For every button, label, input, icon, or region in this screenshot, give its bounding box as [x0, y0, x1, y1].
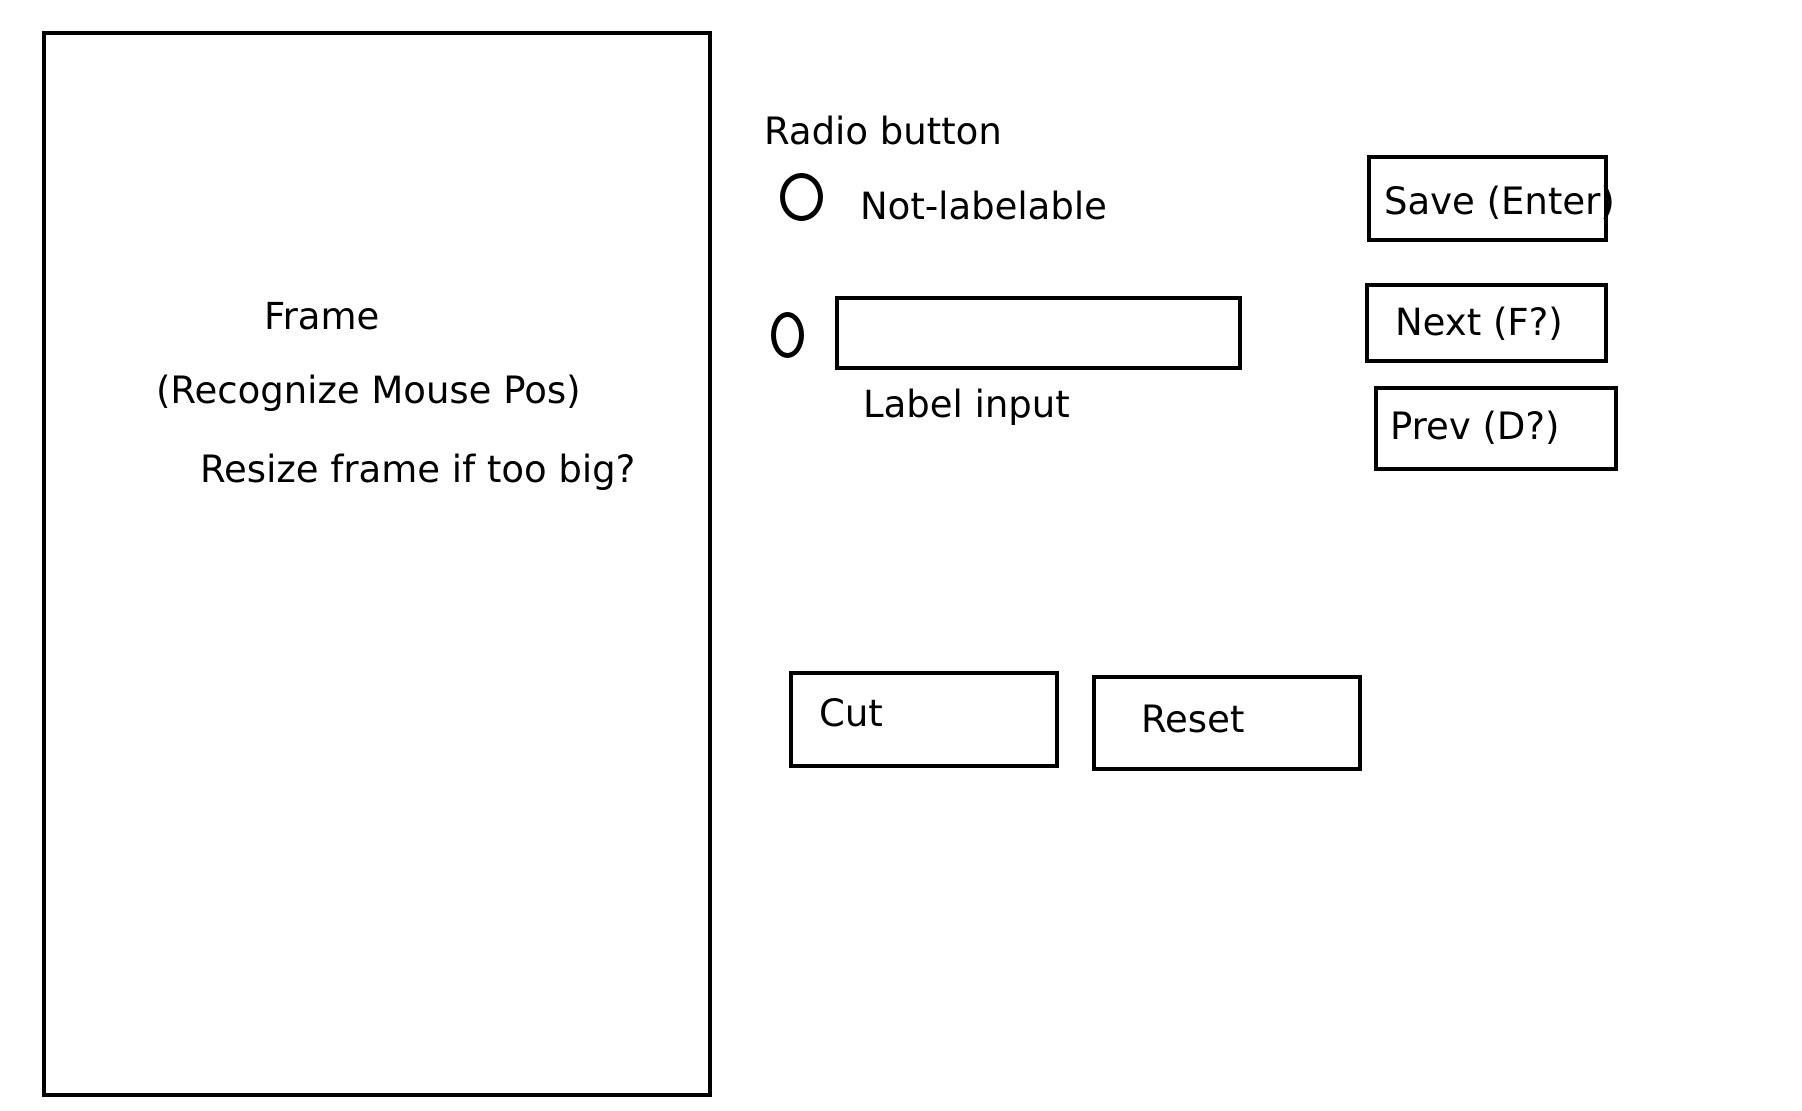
label-input-caption: Label input	[863, 383, 1070, 426]
next-button-label: Next (F?)	[1395, 301, 1563, 344]
prev-button[interactable]: Prev (D?)	[1374, 386, 1618, 471]
radio-not-labelable-label: Not-labelable	[860, 185, 1107, 228]
image-frame[interactable]: Frame (Recognize Mouse Pos) Resize frame…	[42, 31, 712, 1097]
save-button[interactable]: Save (Enter)	[1367, 155, 1615, 242]
cut-button[interactable]: Cut	[789, 671, 1059, 768]
frame-note: Resize frame if too big?	[200, 448, 636, 491]
next-button[interactable]: Next (F?)	[1365, 283, 1608, 363]
frame-title: Frame	[264, 295, 380, 338]
cut-button-label: Cut	[819, 692, 883, 735]
radio-not-labelable[interactable]	[780, 173, 823, 221]
reset-button-label: Reset	[1141, 698, 1245, 741]
prev-button-label: Prev (D?)	[1390, 405, 1560, 448]
frame-subtitle: (Recognize Mouse Pos)	[156, 369, 581, 412]
label-input-field[interactable]	[835, 296, 1242, 370]
radio-label-input[interactable]	[771, 312, 804, 358]
radio-group-heading: Radio button	[764, 110, 1002, 153]
reset-button[interactable]: Reset	[1092, 675, 1362, 771]
save-button-label: Save (Enter)	[1384, 180, 1615, 223]
